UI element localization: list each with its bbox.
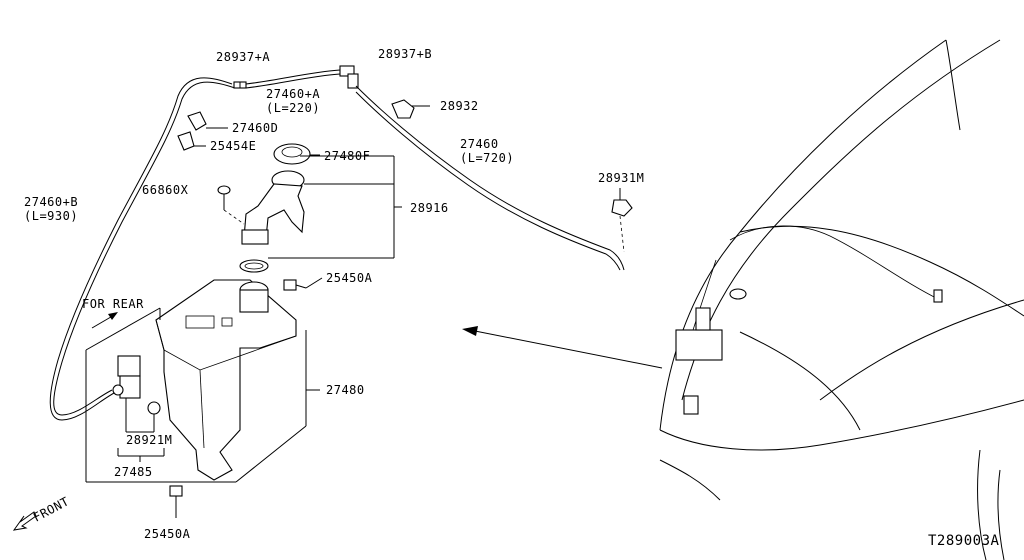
label-28937a: 28937+A xyxy=(216,50,270,64)
for-rear-arrow xyxy=(91,312,118,329)
label-28931m: 28931M xyxy=(598,171,644,185)
clip-25454e xyxy=(177,131,206,151)
washer-tank-27480 xyxy=(155,279,297,481)
label-27460a-length: (L=220) xyxy=(266,101,320,115)
label-27480f: 27480F xyxy=(324,149,370,163)
label-28916: 28916 xyxy=(410,201,449,215)
bolt-25450a-top xyxy=(283,277,323,291)
location-arrow xyxy=(462,326,663,369)
label-27460d: 27460D xyxy=(232,121,278,135)
hose-27460b xyxy=(49,77,236,421)
bolt-66860x xyxy=(217,185,245,225)
bolt-25450a-bottom xyxy=(169,485,183,518)
label-28932: 28932 xyxy=(440,99,479,113)
connector-28937b xyxy=(339,65,359,89)
label-27485: 27485 xyxy=(114,465,153,479)
diagram-code: T289003A xyxy=(928,533,1000,549)
pump-28921m xyxy=(112,355,161,433)
part-labels: 28937+A 28937+B 27460+A (L=220) 28932 27… xyxy=(24,47,1000,549)
label-for-rear: FOR REAR xyxy=(82,297,144,311)
label-28921m: 28921M xyxy=(126,433,172,447)
label-27460b: 27460+B xyxy=(24,195,78,209)
label-27460b-length: (L=930) xyxy=(24,209,78,223)
kit-27485-frame xyxy=(85,307,320,483)
label-28937b: 28937+B xyxy=(378,47,432,61)
label-25450a-top: 25450A xyxy=(326,271,373,285)
label-front: FRONT xyxy=(31,494,72,524)
label-25454e: 25454E xyxy=(210,139,256,153)
cap-27480f xyxy=(273,143,320,165)
label-27480: 27480 xyxy=(326,383,365,397)
label-27460: 27460 xyxy=(460,137,499,151)
vehicle-front-view xyxy=(659,39,1024,560)
hose-27460a xyxy=(245,69,341,89)
leader-28916 xyxy=(268,155,402,259)
front-arrow-icon xyxy=(12,511,37,531)
label-66860x: 66860X xyxy=(142,183,189,197)
clip-27460d xyxy=(187,111,228,131)
label-27460a: 27460+A xyxy=(266,87,320,101)
hose-27460 xyxy=(355,85,625,271)
label-25450a-bottom: 25450A xyxy=(144,527,191,541)
filler-neck-28916 xyxy=(239,170,305,273)
nozzle-28931m xyxy=(611,188,633,253)
nozzle-28932 xyxy=(391,99,430,119)
label-27460-length: (L=720) xyxy=(460,151,514,165)
connector-28937a xyxy=(233,81,247,89)
